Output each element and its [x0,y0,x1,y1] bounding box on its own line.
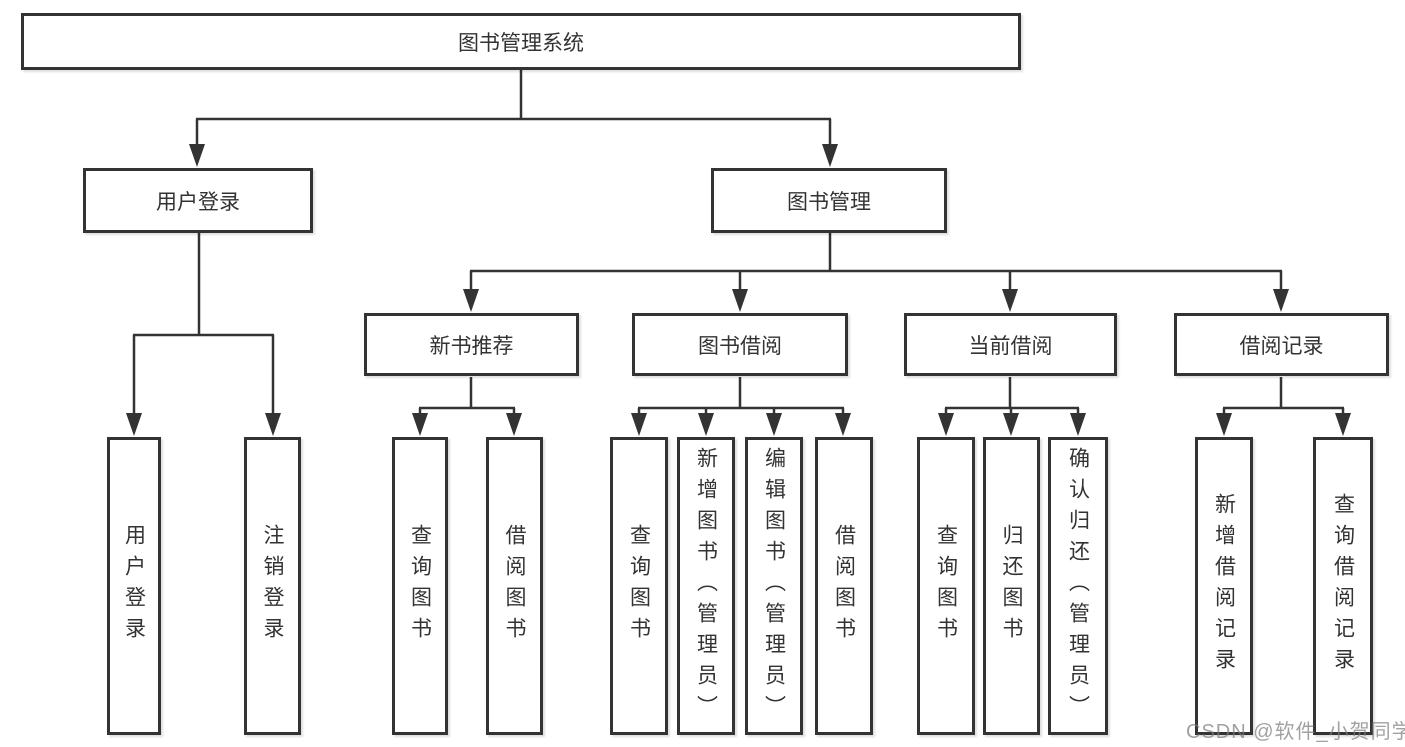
leaf-query-books-1: 查询图书 [392,437,448,735]
leaf-add-borrow-record: 新增借阅记录 [1195,437,1253,735]
leaf-query-books-2-label: 查询图书 [627,524,651,648]
leaf-borrow-books-2: 借阅图书 [815,437,873,735]
leaf-logout: 注销登录 [244,437,301,735]
leaf-user-login-label: 用户登录 [122,524,146,648]
node-borrow-records: 借阅记录 [1174,313,1389,376]
node-book-borrow-label: 图书借阅 [698,334,782,358]
leaf-return-book: 归还图书 [983,437,1040,735]
node-user-login: 用户登录 [83,168,313,233]
node-book-borrow: 图书借阅 [632,313,848,376]
node-book-management-label: 图书管理 [787,190,871,214]
leaf-add-borrow-record-label: 新增借阅记录 [1212,493,1236,679]
leaf-return-book-label: 归还图书 [1000,524,1023,648]
leaf-add-book-admin: 新增图书（管理员） [677,437,735,735]
leaf-logout-label: 注销登录 [261,524,284,648]
watermark: CSDN @软件_小贺同学 [1186,721,1405,743]
node-borrow-records-label: 借阅记录 [1239,334,1324,358]
node-current-borrow: 当前借阅 [904,313,1117,376]
node-book-management: 图书管理 [711,168,947,233]
node-library-system-label: 图书管理系统 [458,31,584,55]
leaf-query-borrow-record: 查询借阅记录 [1313,437,1373,735]
leaf-borrow-books-2-label: 借阅图书 [832,524,856,648]
leaf-confirm-return-admin-label: 确认归还（管理员） [1066,446,1090,726]
arrowhead-icons [126,144,1351,436]
node-user-login-label: 用户登录 [156,190,240,214]
leaf-query-books-2: 查询图书 [610,437,668,735]
node-library-system: 图书管理系统 [21,13,1021,70]
leaf-add-book-admin-label: 新增图书（管理员） [694,446,718,726]
connector-segments [132,70,1345,417]
leaf-borrow-books-1: 借阅图书 [486,437,543,735]
leaf-query-books-1-label: 查询图书 [408,524,432,648]
leaf-query-books-3-label: 查询图书 [934,524,958,648]
node-new-book-recommend-label: 新书推荐 [429,334,514,358]
node-new-book-recommend: 新书推荐 [364,313,579,376]
leaf-borrow-books-1-label: 借阅图书 [503,524,526,648]
leaf-user-login: 用户登录 [107,437,161,735]
leaf-query-borrow-record-label: 查询借阅记录 [1331,493,1355,679]
leaf-edit-book-admin: 编辑图书（管理员） [745,437,803,735]
leaf-edit-book-admin-label: 编辑图书（管理员） [762,446,786,726]
node-current-borrow-label: 当前借阅 [968,334,1053,358]
leaf-query-books-3: 查询图书 [917,437,975,735]
leaf-confirm-return-admin: 确认归还（管理员） [1048,437,1108,735]
